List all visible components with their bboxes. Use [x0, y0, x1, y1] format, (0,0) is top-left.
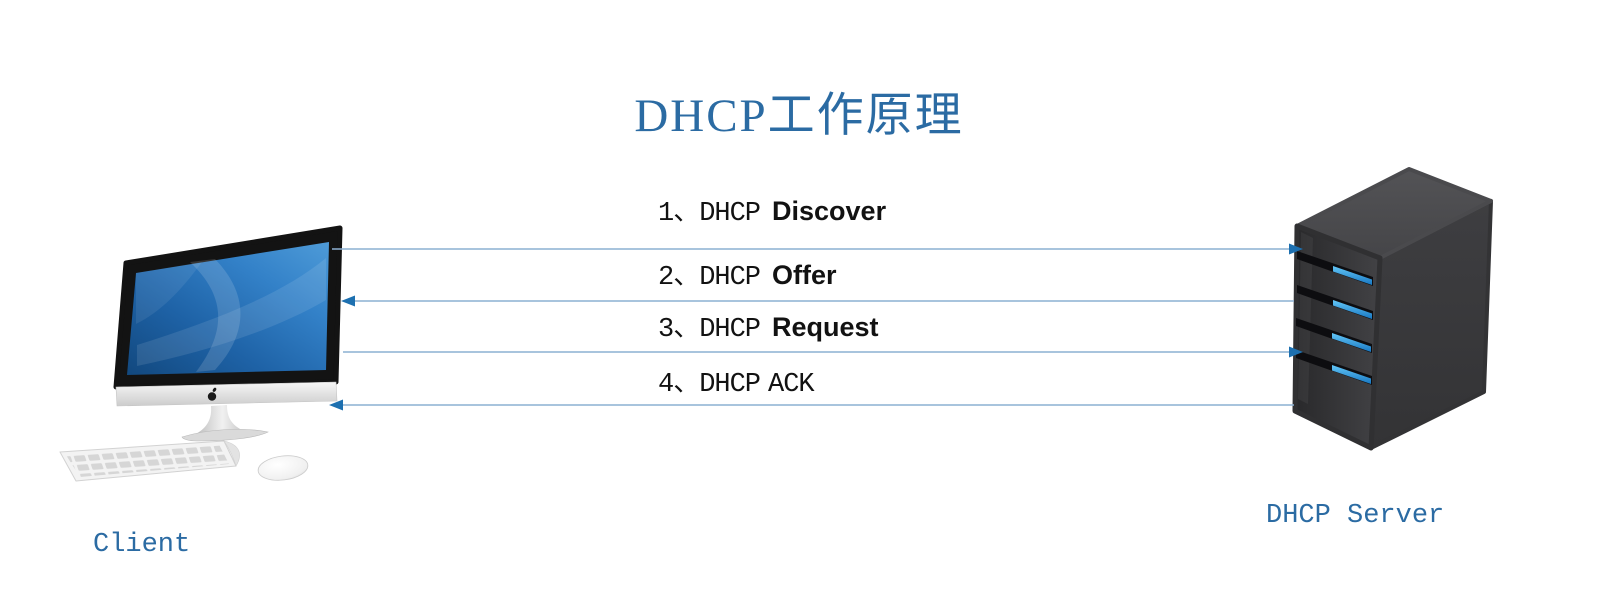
message-label-dhcp-discover: 1、DHCP Discover [658, 197, 886, 228]
imac-screen [127, 242, 329, 375]
imac-chin [115, 381, 338, 407]
message-name: Discover [772, 196, 887, 226]
imac-stand-neck [196, 405, 244, 434]
arrow-dhcp-ack [329, 399, 1294, 411]
client-imac-illustration [59, 225, 343, 482]
client-label: Client [93, 530, 191, 560]
diagram-title: DHCP工作原理 [634, 90, 964, 142]
wallpaper-swoosh [137, 258, 326, 366]
arrow-dhcp-discover [332, 243, 1303, 255]
message-name: ACK [768, 370, 815, 400]
server-label: DHCP Server [1266, 501, 1445, 531]
message-name: Request [772, 312, 879, 342]
imac-stand-base [181, 428, 269, 442]
wallpaper-swoosh [136, 262, 202, 324]
server-tower-illustration [1292, 167, 1493, 451]
server-drive-slots [1296, 251, 1373, 385]
message-step-prefix: 2、DHCP [658, 263, 761, 293]
message-label-dhcp-request: 3、DHCP Request [658, 313, 879, 344]
keyboard [59, 440, 240, 482]
wallpaper-swoosh [190, 259, 241, 372]
message-name: Offer [772, 260, 837, 290]
message-step-prefix: 4、DHCP [658, 370, 761, 400]
message-step-prefix: 3、DHCP [658, 315, 761, 345]
message-step-prefix: 1、DHCP [658, 199, 761, 229]
arrow-dhcp-request [343, 346, 1303, 358]
message-label-dhcp-offer: 2、DHCP Offer [658, 261, 837, 292]
arrow-dhcp-offer [341, 295, 1294, 307]
mouse [257, 455, 309, 481]
message-arrows [329, 243, 1303, 411]
apple-logo-icon [207, 387, 217, 401]
